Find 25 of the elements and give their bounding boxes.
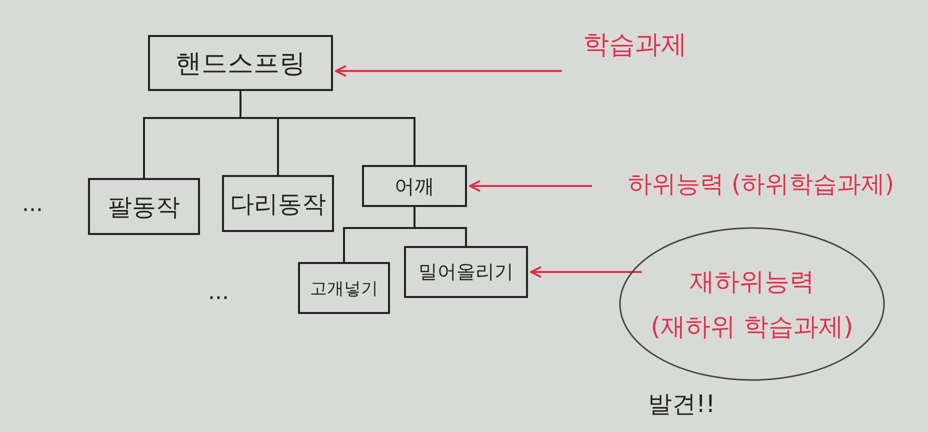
arrow	[335, 65, 562, 77]
arrow	[530, 266, 642, 278]
node-text: 재하위능력	[690, 266, 814, 298]
task-box	[222, 175, 334, 232]
ellipsis-text: ...	[22, 192, 43, 217]
node-text: 하위능력 (하위학습과제)	[628, 169, 894, 200]
task-box	[298, 262, 390, 314]
node-text: (재하위 학습과제)	[650, 311, 854, 343]
task-box	[404, 246, 528, 298]
circled-note	[618, 226, 886, 382]
task-box	[88, 178, 200, 235]
node-text: 학습과제	[583, 28, 687, 62]
tree-connector	[240, 91, 416, 165]
node-text: 핸드스프링	[176, 48, 306, 80]
node-text: 팔동작	[108, 192, 180, 222]
note-text: 발견!!	[648, 389, 716, 420]
node-text: 다리동작	[230, 188, 326, 220]
node-text: 어깨	[394, 172, 434, 200]
task-box	[148, 35, 333, 91]
node-text: 고개넣기	[310, 278, 378, 300]
task-box	[362, 165, 467, 207]
tree-connector	[414, 207, 467, 246]
node-text: 밀어올리기	[418, 260, 514, 285]
ellipsis-text: ...	[208, 280, 229, 305]
arrow	[469, 180, 592, 192]
